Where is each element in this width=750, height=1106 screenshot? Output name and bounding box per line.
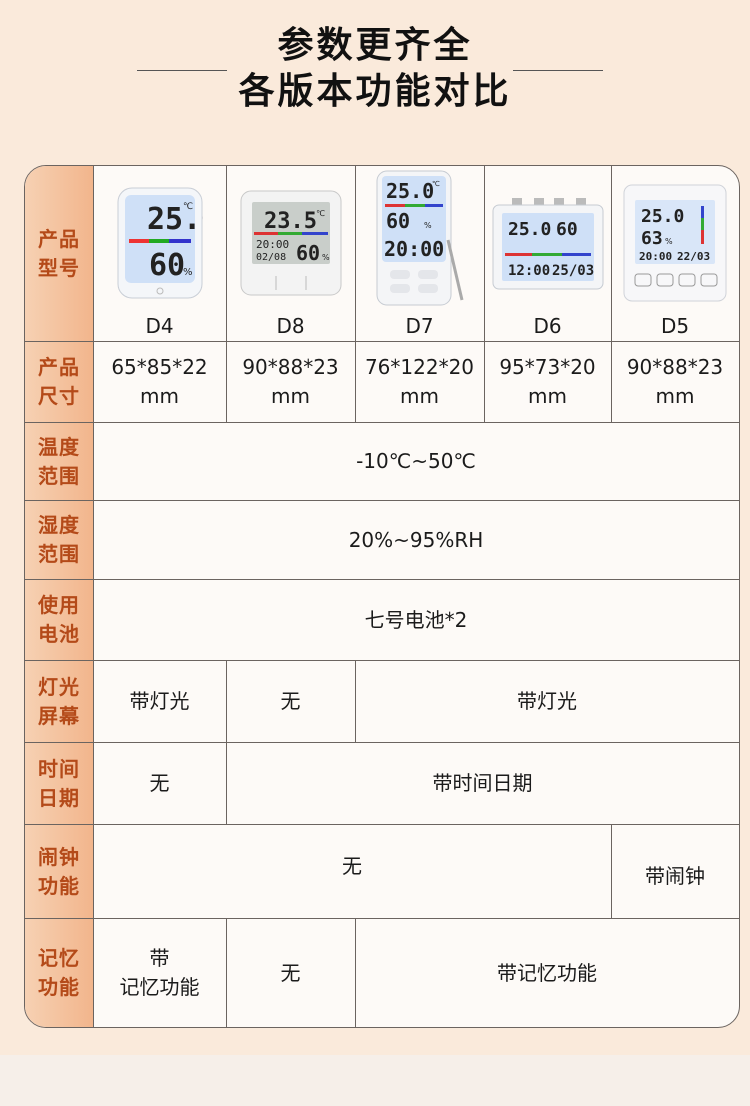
row-label-backlight: 灯光 屏幕 — [25, 661, 93, 742]
temp-range-value: -10℃~50℃ — [356, 449, 476, 473]
time-rest: 带时间日期 — [432, 771, 533, 795]
svg-text:℃: ℃ — [432, 180, 440, 188]
model-label-d7: D7 — [405, 314, 434, 338]
svg-text:25/03: 25/03 — [552, 263, 594, 279]
row-label-model: 产品 型号 — [25, 166, 93, 341]
svg-text:20:00: 20:00 — [384, 237, 444, 261]
model-label-d6: D6 — [533, 314, 562, 338]
thermometer-d7-image: 25.0 ℃ 60 % 20:00 — [376, 170, 464, 308]
svg-text:60: 60 — [386, 209, 410, 233]
page-title: 参数更齐全 — [277, 25, 473, 66]
grid-vline — [355, 166, 356, 422]
row-label-memory: 记忆 功能 — [25, 919, 93, 1027]
grid-hline — [25, 824, 739, 825]
grid-vline — [226, 742, 227, 824]
product-d5: 25.0 63 % 20:00 22/03 D5 — [611, 166, 739, 341]
svg-text:℃: ℃ — [183, 202, 193, 212]
memory-d8: 无 — [280, 960, 301, 985]
time-d4: 无 — [149, 771, 170, 795]
size-d8: 90*88*23 mm — [242, 355, 339, 408]
grid-vline — [93, 166, 94, 1027]
svg-text:25.0: 25.0 — [508, 219, 551, 240]
svg-text:02/08: 02/08 — [256, 252, 286, 263]
thermometer-d6-image: 25.0 60 12:00 25/03 — [492, 178, 604, 308]
title-divider-left — [137, 70, 227, 71]
grid-vline — [611, 824, 612, 918]
svg-text:22/03: 22/03 — [677, 250, 710, 263]
grid-vline — [355, 660, 356, 742]
lcd-d4-hum: 60 — [149, 248, 185, 283]
row-label-battery: 使用 电池 — [25, 580, 93, 660]
lcd-d8-temp: 23.5 — [264, 209, 317, 234]
model-label-d8: D8 — [276, 314, 305, 338]
grid-hline — [25, 579, 739, 580]
thermometer-d4-image: 25.0 ℃ 60 % — [117, 178, 203, 308]
svg-text:60: 60 — [556, 219, 578, 240]
grid-vline — [226, 166, 227, 422]
row-label-humidity: 湿度 范围 — [25, 501, 93, 579]
memory-rest: 带记忆功能 — [497, 960, 597, 985]
humidity-range-value: 20%~95%RH — [348, 527, 484, 552]
svg-text:%: % — [665, 237, 673, 246]
thermometer-d5-image: 25.0 63 % 20:00 22/03 — [623, 178, 727, 308]
grid-hline — [25, 660, 739, 661]
bottom-strip — [0, 1055, 750, 1106]
svg-text:25.0: 25.0 — [386, 179, 434, 203]
grid-vline — [484, 166, 485, 422]
size-d6: 95*73*20 mm — [499, 355, 596, 408]
comparison-table: 产品 型号 产品 尺寸 温度 范围 湿度 范围 使用 电池 灯光 屏幕 时间 日… — [24, 165, 740, 1028]
memory-d4: 带 记忆功能 — [119, 946, 200, 999]
row-label-size: 产品 尺寸 — [25, 342, 93, 422]
grid-vline — [611, 166, 612, 422]
product-d8: 23.5 ℃ 20:00 02/08 60 % D8 — [226, 166, 355, 341]
model-label-d5: D5 — [660, 314, 690, 338]
grid-hline — [25, 742, 739, 743]
row-label-temp: 温度 范围 — [25, 423, 93, 500]
title-divider-right — [513, 70, 603, 71]
grid-vline — [226, 918, 227, 1027]
backlight-rest: 带灯光 — [517, 689, 577, 713]
svg-text:%: % — [183, 267, 193, 278]
svg-text:%: % — [322, 253, 330, 262]
svg-text:%: % — [424, 221, 432, 230]
product-d6: 25.0 60 12:00 25/03 D6 — [484, 166, 611, 341]
grid-hline — [25, 341, 739, 342]
model-label-d4: D4 — [145, 314, 174, 338]
grid-hline — [25, 500, 739, 501]
svg-text:12:00: 12:00 — [508, 263, 550, 279]
backlight-d4: 带灯光 — [129, 689, 190, 713]
size-d7: 76*122*20 mm — [364, 355, 475, 408]
svg-text:20:00: 20:00 — [256, 238, 289, 251]
product-d4: 25.0 ℃ 60 % D4 — [93, 166, 226, 341]
svg-text:℃: ℃ — [316, 209, 325, 218]
grid-vline — [226, 660, 227, 742]
backlight-d8: 无 — [280, 689, 301, 713]
row-label-alarm: 闹钟 功能 — [25, 825, 93, 918]
svg-text:60: 60 — [296, 241, 320, 265]
row-label-time: 时间 日期 — [25, 743, 93, 824]
page-subtitle: 各版本功能对比 — [238, 71, 512, 112]
battery-value: 七号电池*2 — [364, 607, 468, 632]
svg-text:63: 63 — [641, 228, 663, 249]
svg-text:20:00: 20:00 — [639, 250, 672, 263]
grid-hline — [25, 918, 739, 919]
lcd-d4-temp: 25.0 — [147, 202, 203, 237]
product-d7: 25.0 ℃ 60 % 20:00 D7 — [355, 166, 484, 341]
grid-vline — [355, 918, 356, 1027]
alarm-others: 无 — [342, 854, 362, 878]
page-header: 参数更齐全 各版本功能对比 — [0, 24, 750, 114]
grid-hline — [25, 422, 739, 423]
alarm-d5: 带闹钟 — [645, 864, 705, 888]
thermometer-d8-image: 23.5 ℃ 20:00 02/08 60 % — [240, 178, 342, 308]
size-d5: 90*88*23 mm — [626, 355, 724, 408]
svg-text:25.0: 25.0 — [641, 206, 684, 227]
size-d4: 65*85*22 mm — [111, 355, 208, 408]
